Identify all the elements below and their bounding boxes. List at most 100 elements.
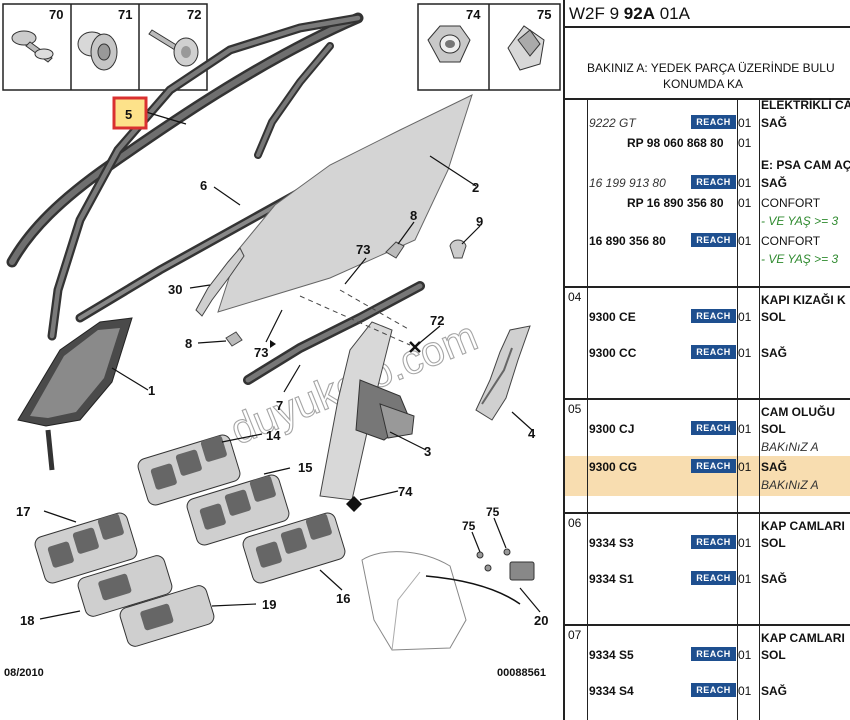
reach-badge: REACH (691, 459, 736, 473)
part-number[interactable]: 9334 S4 (589, 684, 634, 698)
group-number: 04 (568, 290, 582, 304)
part-description: SAĞ (761, 176, 788, 190)
callout-30[interactable]: 30 (168, 282, 182, 297)
marker-74-diamond (346, 496, 362, 512)
reach-badge: REACH (691, 345, 736, 359)
callout-5-highlight[interactable] (112, 96, 148, 130)
reach-badge: REACH (691, 571, 736, 585)
quantity: 01 (738, 684, 752, 698)
switch-15 (186, 474, 290, 546)
switch-17 (34, 512, 138, 584)
callout-8-lower[interactable]: 8 (185, 336, 192, 351)
switch-18 (77, 555, 173, 617)
part-number[interactable]: 9300 CE (589, 310, 636, 324)
part-description: CONFORT (761, 234, 821, 248)
callout-5[interactable]: 5 (125, 107, 132, 122)
table-row: - VE YAŞ >= 3 (565, 250, 850, 268)
part-number[interactable]: 9300 CG (589, 460, 638, 474)
part-description: E: PSA CAM AÇ (761, 158, 850, 172)
part-number[interactable]: 9334 S1 (589, 572, 634, 586)
part-number[interactable]: 16 890 356 80 (589, 234, 666, 248)
group-number: 05 (568, 402, 582, 416)
part-number[interactable]: RP 16 890 356 80 (627, 196, 724, 210)
table-row: - VE YAŞ >= 3 (565, 212, 850, 230)
door-outline-20 (361, 551, 535, 651)
quantity: 01 (738, 536, 752, 550)
part-description: SAĞ (761, 116, 788, 130)
quantity: 01 (738, 136, 752, 150)
window-regulator (299, 289, 415, 501)
callout-17[interactable]: 17 (16, 504, 30, 519)
part-description: CAM OLUĞU (761, 405, 835, 419)
quantity: 01 (738, 116, 752, 130)
callout-73-lower[interactable]: 73 (254, 345, 268, 360)
note-line-2: KONUMDA KA (663, 77, 744, 91)
part-description: SAĞ (761, 346, 788, 360)
callout-4[interactable]: 4 (528, 426, 536, 441)
part-description: ELEKTRİKLİ CA (761, 98, 850, 112)
quantity: 01 (738, 176, 752, 190)
table-row: KAP CAMLARI (565, 517, 850, 535)
quantity: 01 (738, 572, 752, 586)
callout-16[interactable]: 16 (336, 591, 350, 606)
part-description: SOL (761, 536, 786, 550)
callout-14[interactable]: 14 (266, 428, 281, 443)
table-row: CAM OLUĞU (565, 403, 850, 421)
callout-6[interactable]: 6 (200, 178, 207, 193)
fastener-label-74: 74 (466, 7, 481, 22)
clip-8-lower (225, 331, 243, 347)
callout-20[interactable]: 20 (534, 613, 548, 628)
quantity: 01 (738, 196, 752, 210)
callout-18[interactable]: 18 (20, 613, 34, 628)
callout-8-upper[interactable]: 8 (410, 208, 417, 223)
switch-14 (137, 434, 241, 506)
table-row[interactable]: RP 16 890 356 80 01 CONFORT (565, 194, 850, 212)
callout-73-upper[interactable]: 73 (356, 242, 370, 257)
part-number[interactable]: 16 199 913 80 (589, 176, 666, 190)
part-description: KAP CAMLARI (761, 631, 845, 645)
callout-9[interactable]: 9 (476, 214, 483, 229)
callout-72[interactable]: 72 (430, 313, 444, 328)
callout-1[interactable]: 1 (148, 383, 155, 398)
part-number[interactable]: 9334 S3 (589, 536, 634, 550)
part-description: SOL (761, 648, 786, 662)
part-number[interactable]: 9222 GT (589, 116, 636, 130)
reach-badge: REACH (691, 309, 736, 323)
callout-19[interactable]: 19 (262, 597, 276, 612)
part-description: SAĞ (761, 460, 788, 474)
callout-3[interactable]: 3 (424, 444, 431, 459)
callout-75-left[interactable]: 75 (462, 519, 476, 533)
quantity: 01 (738, 460, 752, 474)
callout-15[interactable]: 15 (298, 460, 312, 475)
callout-7[interactable]: 7 (276, 398, 283, 413)
part-number[interactable]: 9300 CJ (589, 422, 635, 436)
part-description: KAP CAMLARI (761, 519, 845, 533)
door-glass (217, 94, 473, 313)
callout-75-right[interactable]: 75 (486, 505, 500, 519)
quantity: 01 (738, 346, 752, 360)
callout-2[interactable]: 2 (472, 180, 479, 195)
table-row[interactable]: RP 98 060 868 80 01 (565, 134, 850, 152)
part-description: KAPI KIZAĞI K (761, 293, 846, 307)
part-description: CONFORT (761, 196, 821, 210)
part-number[interactable]: 9334 S5 (589, 648, 634, 662)
part-number[interactable]: RP 98 060 868 80 (627, 136, 724, 150)
callout-74[interactable]: 74 (398, 484, 413, 499)
reach-badge: REACH (691, 175, 736, 189)
part-number[interactable]: 9300 CC (589, 346, 637, 360)
plug-9 (449, 239, 467, 259)
table-row: BAKıNıZ A (565, 438, 850, 456)
